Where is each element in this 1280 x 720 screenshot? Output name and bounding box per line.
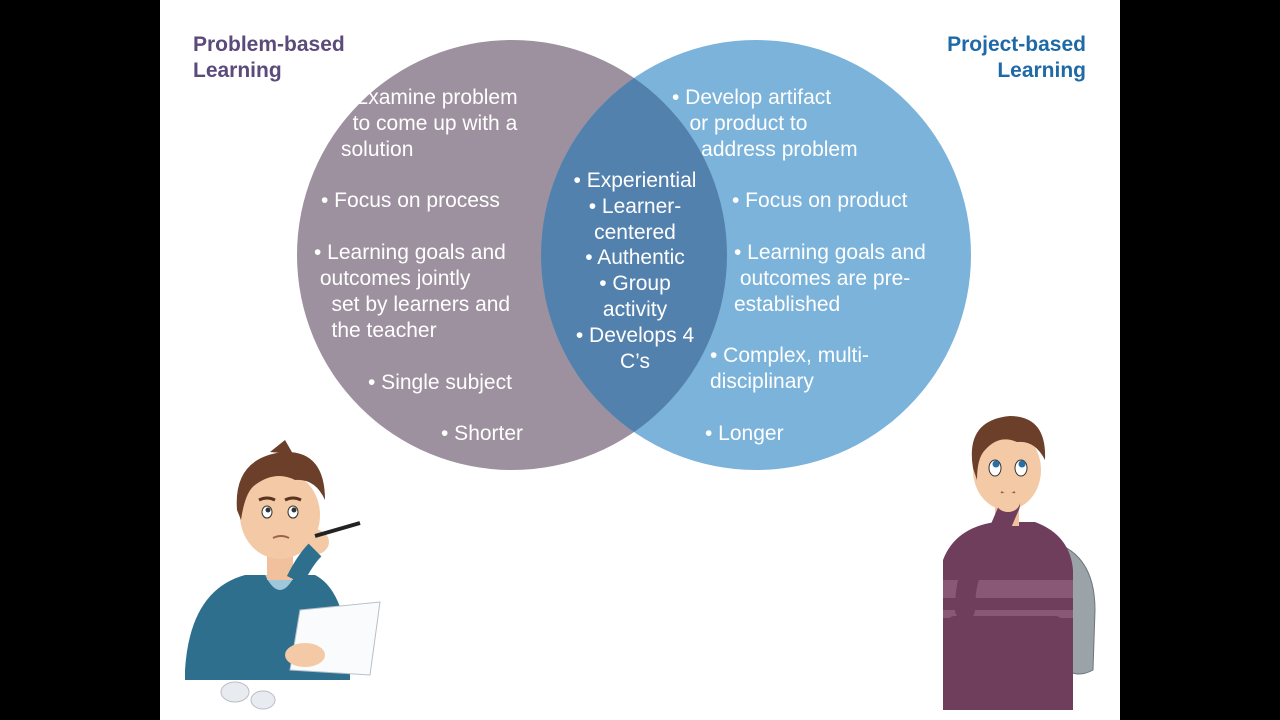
shared-item-experiential: • Experiential [573,169,697,192]
problem-based-title: Problem-based Learning [193,33,345,82]
right-item-complex: • Complex, multi- disciplinary [710,344,870,393]
thinking-student-right-illustration [943,416,1096,710]
right-item-learning-goals: • Learning goals and outcomes are pre- e… [734,241,926,316]
project-based-title: Project-based Learning [947,33,1086,82]
left-item-shorter: • Shorter [441,422,524,445]
left-item-learning-goals: • Learning goals and outcomes jointly se… [314,241,511,342]
left-item-single-subject: • Single subject [368,371,512,394]
left-item-examine-problem: • Examine problem to come up with a solu… [341,86,518,161]
right-item-longer: • Longer [705,422,784,445]
shared-item-authentic: • Authentic [585,246,685,269]
slide: Problem-based Learning Project-based Lea… [160,0,1120,720]
thinking-student-left-illustration [185,440,381,710]
shared-item-learner-centered: • Learner- centered [588,195,682,244]
venn-diagram [297,40,971,470]
circle-overlap [541,40,727,470]
right-item-focus-product: • Focus on product [732,189,908,212]
left-item-focus-process: • Focus on process [321,189,500,212]
shared-item-group-activity: • Group activity [599,272,671,321]
right-item-develop-artifact: • Develop artifact or product to address… [672,86,858,161]
shared-item-develops-4cs: • Develops 4 C’s [575,324,695,373]
